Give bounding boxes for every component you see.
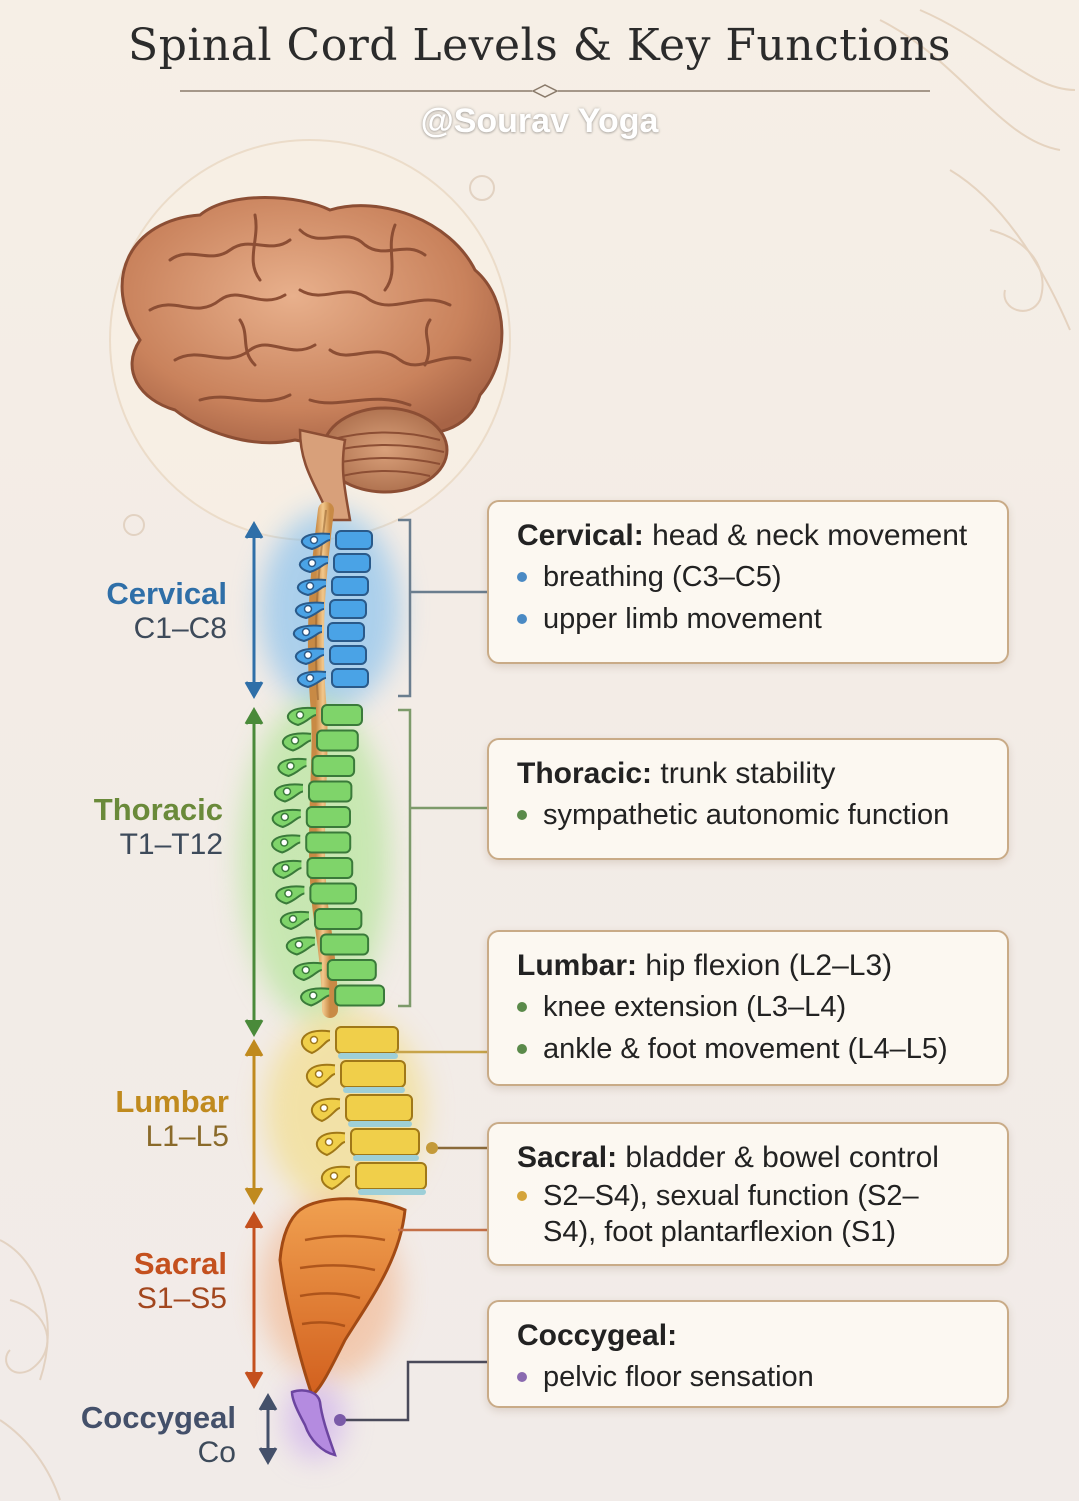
function-label: Cervical:	[517, 519, 644, 552]
level-name: Thoracic	[93, 792, 223, 827]
level-label-lumbar: Lumbar L1–L5	[115, 1084, 229, 1154]
cervical-vertebra	[294, 599, 367, 620]
function-bullet: knee extension (L3–L4)	[517, 986, 987, 1028]
function-bullet: upper limb movement	[517, 598, 987, 640]
function-heading: Cervical: head & neck movement	[517, 516, 987, 556]
bullet-dot	[517, 1044, 527, 1054]
bullet-text: S2–S4), sexual function (S2–S4), foot pl…	[543, 1180, 919, 1248]
bullet-text: knee extension (L3–L4)	[543, 991, 847, 1023]
function-box-coccygeal: Coccygeal: pelvic floor sensation	[487, 1300, 1009, 1408]
function-text: hip flexion (L2–L3)	[637, 949, 893, 982]
function-bullet: sympathetic autonomic function	[517, 794, 987, 836]
level-label-sacral: Sacral S1–S5	[134, 1246, 227, 1316]
level-name: Lumbar	[115, 1084, 229, 1119]
level-arrows	[244, 520, 278, 1466]
function-bullet: breathing (C3–C5)	[517, 556, 987, 598]
cervical-vertebra	[296, 668, 369, 689]
thoracic-vertebra	[279, 908, 363, 931]
level-label-cervical: Cervical C1–C8	[106, 576, 227, 646]
function-label: Thoracic:	[517, 757, 653, 790]
cervical-vertebra	[300, 530, 373, 551]
function-bullet: pelvic floor sensation	[517, 1356, 987, 1398]
function-label: Lumbar:	[517, 949, 637, 982]
intervertebral-disc	[348, 1121, 412, 1127]
bullet-dot	[517, 1191, 527, 1201]
bullet-text: ankle & foot movement (L4–L5)	[543, 1033, 948, 1065]
bullet-dot	[517, 1372, 527, 1382]
function-label: Sacral:	[517, 1141, 618, 1174]
function-label: Coccygeal:	[517, 1319, 678, 1352]
function-box-cervical: Cervical: head & neck movement breathing…	[487, 500, 1009, 664]
function-text: head & neck movement	[643, 519, 968, 552]
intervertebral-disc	[358, 1189, 426, 1195]
cervical-vertebra	[292, 622, 365, 643]
sacrum	[278, 1197, 407, 1398]
function-heading: Thoracic: trunk stability	[517, 754, 987, 794]
intervertebral-disc	[343, 1087, 405, 1093]
thoracic-vertebra	[292, 959, 377, 982]
level-range: S1–S5	[136, 1281, 227, 1315]
bullet-dot	[517, 1002, 527, 1012]
thoracic-vertebra	[271, 831, 352, 854]
bullet-dot	[517, 572, 527, 582]
level-range: Co	[197, 1435, 236, 1469]
cervical-vertebra	[294, 645, 367, 666]
function-box-thoracic: Thoracic: trunk stability sympathetic au…	[487, 738, 1009, 860]
lumbar-vertebra	[311, 1094, 413, 1123]
function-heading: Lumbar: hip flexion (L2–L3)	[517, 946, 987, 986]
level-range: C1–C8	[133, 611, 227, 645]
function-bullet: S2–S4), sexual function (S2–S4), foot pl…	[517, 1178, 943, 1250]
thoracic-vertebra	[275, 882, 357, 905]
level-label-coccygeal: Coccygeal Co	[81, 1400, 236, 1470]
level-range: L1–L5	[145, 1119, 229, 1153]
level-range: T1–T12	[119, 827, 223, 861]
level-label-thoracic: Thoracic T1–T12	[94, 792, 223, 862]
cervical-vertebra	[296, 576, 369, 597]
thoracic-vertebra	[277, 755, 356, 778]
bullet-text: upper limb movement	[543, 603, 822, 635]
thoracic-vertebra	[282, 729, 359, 752]
function-bullet: ankle & foot movement (L4–L5)	[517, 1028, 987, 1070]
page-title: Spinal Cord Levels & Key Functions	[128, 20, 951, 71]
bullet-dot	[517, 614, 527, 624]
lumbar-vertebra	[321, 1162, 427, 1191]
lumbar-vertebra	[306, 1060, 406, 1089]
function-text: trunk stability	[652, 757, 836, 790]
cervical-vertebra	[298, 553, 371, 574]
bullet-text: breathing (C3–C5)	[543, 561, 782, 593]
thoracic-vertebra	[285, 933, 370, 956]
thoracic-vertebra	[271, 806, 351, 829]
coccyx	[290, 1389, 337, 1457]
decorative-flourish-top-right	[879, 9, 1076, 331]
function-box-lumbar: Lumbar: hip flexion (L2–L3) knee extensi…	[487, 930, 1009, 1086]
thoracic-vertebra	[272, 857, 354, 880]
level-name: Coccygeal	[80, 1400, 236, 1435]
intervertebral-disc	[338, 1053, 398, 1059]
lumbar-vertebra	[301, 1026, 399, 1055]
function-box-sacral: Sacral: bladder & bowel control S2–S4), …	[487, 1122, 1009, 1266]
bullet-dot	[517, 810, 527, 820]
intervertebral-disc	[353, 1155, 419, 1161]
bullet-text: pelvic floor sensation	[543, 1361, 814, 1393]
decorative-flourish-bottom-left	[0, 1239, 61, 1501]
level-name: Sacral	[133, 1246, 227, 1281]
brain	[120, 196, 504, 522]
lumbar-vertebra	[316, 1128, 420, 1157]
watermark: @Sourav Yoga	[420, 102, 659, 140]
thoracic-vertebra	[300, 984, 386, 1007]
function-heading: Coccygeal:	[517, 1316, 987, 1356]
thoracic-vertebra	[273, 780, 353, 803]
function-heading: Sacral: bladder & bowel control	[517, 1138, 987, 1178]
title-divider	[180, 84, 930, 98]
thoracic-vertebra	[287, 704, 363, 727]
bullet-text: sympathetic autonomic function	[543, 799, 950, 831]
vertebrae	[271, 530, 427, 1195]
level-name: Cervical	[106, 576, 227, 611]
leader-lines	[334, 518, 487, 1426]
function-text: bladder & bowel control	[617, 1141, 939, 1174]
